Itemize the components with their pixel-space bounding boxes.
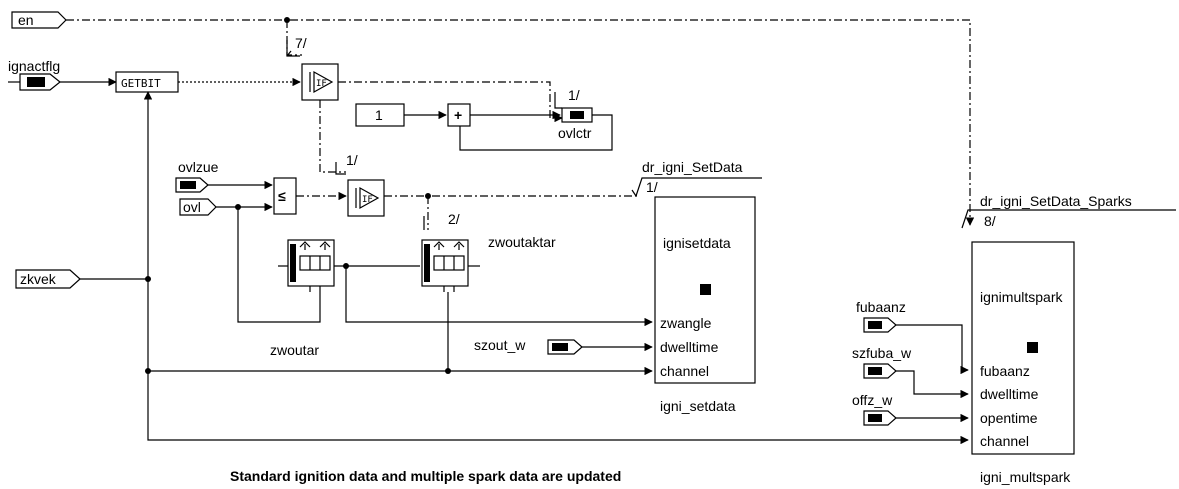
multspark-title: ignimultspark (980, 289, 1063, 305)
svg-text:en: en (18, 12, 34, 28)
setdata-port-dwelltime: dwelltime (660, 339, 719, 355)
svg-text:1: 1 (375, 107, 383, 123)
seq-1a: 1/ (568, 87, 580, 103)
multspark-block[interactable]: ignimultspark fubaanz dwelltime opentime… (971, 241, 1075, 455)
zkvek-input[interactable]: zkvek (15, 269, 81, 289)
setdata-caption: igni_setdata (660, 398, 736, 414)
fubaanz-label: fubaanz (856, 299, 906, 315)
multspark-port-opentime: opentime (980, 410, 1038, 426)
seq-1b: 1/ (346, 152, 358, 168)
svg-text:IF: IF (362, 195, 373, 205)
getbit-block[interactable]: GETBIT (115, 71, 179, 93)
seq-2: 2/ (448, 211, 460, 227)
if-block-2[interactable]: IF (347, 179, 385, 217)
multspark-port-channel: channel (980, 433, 1029, 449)
szfuba-label: szfuba_w (852, 345, 912, 361)
zwoutaktar-block[interactable] (421, 239, 469, 287)
zwoutar-block[interactable] (287, 239, 335, 287)
multspark-port-dwelltime: dwelltime (980, 386, 1039, 402)
zwoutaktar-label: zwoutaktar (488, 234, 556, 250)
plus-block[interactable]: + (447, 103, 471, 127)
svg-text:GETBIT: GETBIT (121, 77, 161, 90)
seq-8: 8/ (984, 213, 996, 229)
seq-1c: 1/ (646, 179, 658, 195)
svg-text:ovlctr: ovlctr (558, 125, 592, 141)
zwoutar-label: zwoutar (270, 342, 319, 358)
if-block-1[interactable]: IF (301, 63, 339, 101)
le-block[interactable]: ≤ (273, 177, 297, 215)
setdata-port-channel: channel (660, 363, 709, 379)
svg-text:+: + (454, 107, 462, 123)
offz-input[interactable] (863, 410, 897, 426)
svg-text:IF: IF (316, 79, 327, 89)
multspark-caption: igni_multspark (980, 469, 1071, 485)
svg-text:zkvek: zkvek (20, 271, 57, 287)
setdata-title: ignisetdata (663, 235, 731, 251)
setdata-block[interactable]: ignisetdata zwangle dwelltime channel (654, 196, 756, 384)
ovl-input[interactable]: ovl (179, 198, 217, 216)
ignactflg-input[interactable] (8, 73, 61, 91)
ovlzue-label: ovlzue (178, 159, 219, 175)
ovlzue-input[interactable] (175, 177, 209, 193)
setdata-port-zwangle: zwangle (660, 315, 712, 331)
en-input[interactable]: en (11, 11, 67, 29)
fubaanz-input[interactable] (863, 317, 897, 333)
szout-input[interactable] (547, 339, 583, 355)
multspark-port-fubaanz: fubaanz (980, 363, 1030, 379)
footer-caption: Standard ignition data and multiple spar… (230, 468, 621, 484)
multspark-group-label: dr_igni_SetData_Sparks (980, 193, 1132, 209)
ignactflg-label: ignactflg (8, 58, 60, 74)
svg-text:ovl: ovl (183, 199, 201, 215)
ovlctr-block[interactable]: ovlctr (558, 107, 593, 141)
seq-7: 7/ (295, 35, 307, 51)
szfuba-input[interactable] (863, 363, 897, 379)
setdata-group-label: dr_igni_SetData (642, 159, 743, 175)
svg-text:≤: ≤ (278, 188, 286, 204)
offz-label: offz_w (852, 392, 893, 408)
szout-label: szout_w (474, 337, 526, 353)
const-one-block[interactable]: 1 (355, 103, 405, 127)
